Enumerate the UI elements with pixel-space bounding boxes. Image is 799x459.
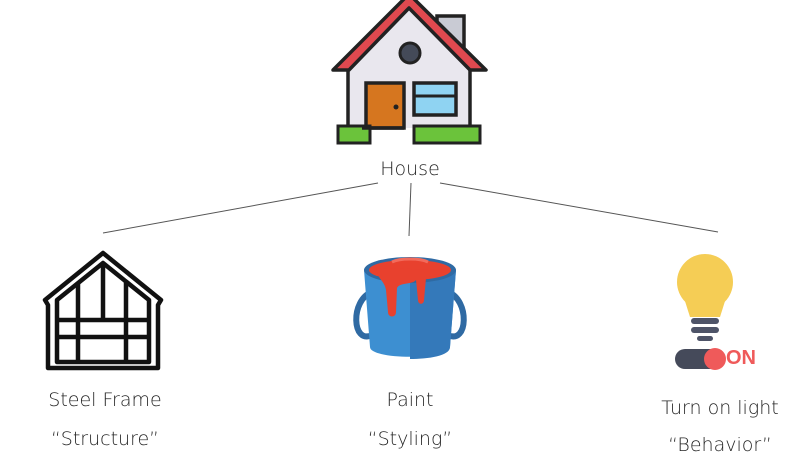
paint-caption: “Styling” — [367, 428, 453, 450]
steel-frame-caption: “Structure” — [50, 428, 160, 450]
toggle-switch-icon — [675, 348, 726, 370]
light-bulb-icon — [677, 254, 733, 341]
steel-frame-title: Steel Frame — [48, 389, 162, 411]
steel-frame-icon — [42, 250, 164, 371]
toggle-state-label: ON — [726, 347, 756, 369]
paint-title: Paint — [386, 389, 434, 411]
connector-to-paint — [408, 182, 412, 237]
house-label: House — [380, 158, 440, 180]
connector-lines — [102, 182, 719, 237]
connector-to-light — [439, 182, 719, 233]
light-caption: “Behavior” — [668, 434, 772, 456]
connector-to-steel-frame — [102, 182, 379, 234]
light-title: Turn on light — [661, 397, 779, 419]
paint-bucket-icon — [353, 257, 467, 359]
house-icon — [331, 0, 488, 145]
